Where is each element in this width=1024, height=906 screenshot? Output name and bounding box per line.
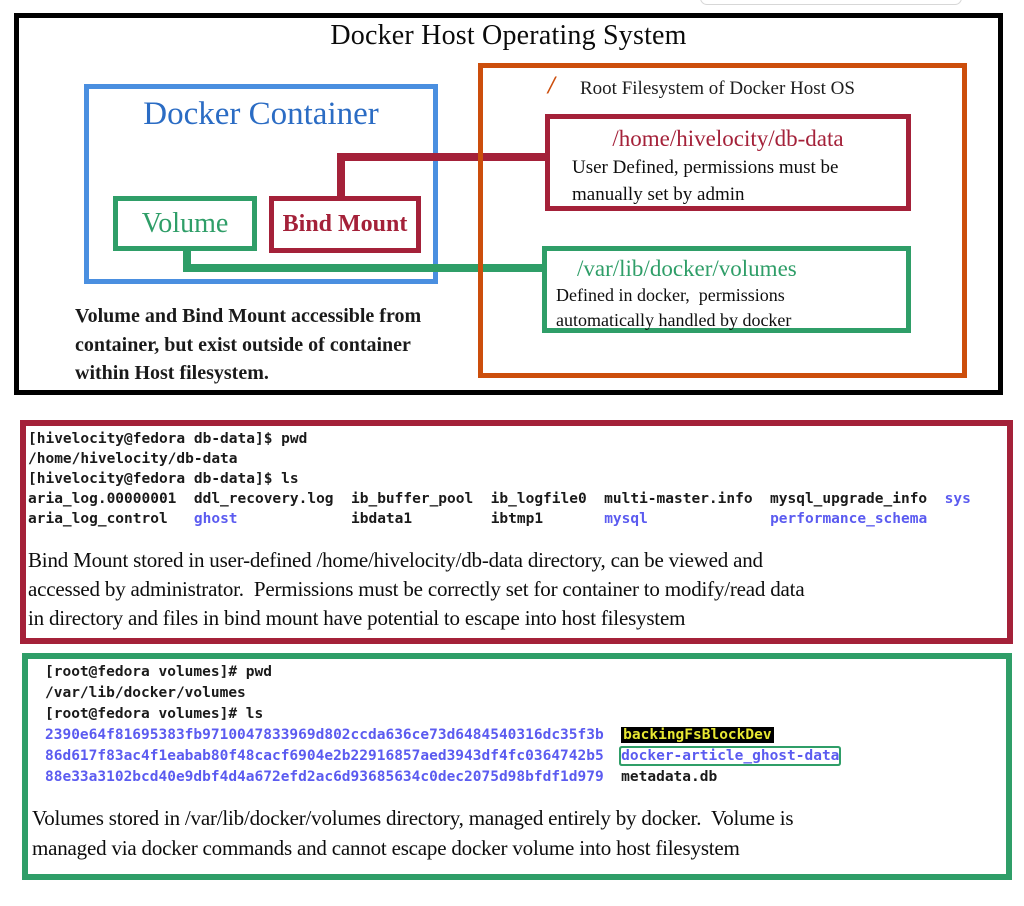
terminal-line: /home/hivelocity/db-data [28,449,971,469]
terminal-text: [root@fedora volumes]# ls [45,706,264,722]
terminal-line: 2390e64f81695383fb9710047833969d802ccda6… [45,725,839,746]
terminal-text: aria_log.00000001 ddl_recovery.log ib_bu… [28,491,945,507]
terminal-line: [root@fedora volumes]# ls [45,704,839,725]
root-filesystem-box [478,63,967,378]
volume-path-title: /var/lib/docker/volumes [577,256,797,281]
volume-connector-horizontal [183,264,550,272]
volume-path-description: Defined in docker, permissions automatic… [556,285,792,330]
directory-name: mysql [604,511,648,527]
terminal-text: ibdata1 ibtmp1 [237,511,605,527]
terminal-line: [hivelocity@fedora db-data]$ ls [28,469,971,489]
terminal-text: [hivelocity@fedora db-data]$ ls [28,471,299,487]
bind-mount-connector-vertical [337,153,345,201]
directory-name: sys [944,491,971,507]
volume-path-box: /var/lib/docker/volumes Defined in docke… [542,246,911,333]
terminal-line: 88e33a3102bcd40e9dbf4d4a672efd2ac6d93685… [45,767,839,788]
terminal-text: [hivelocity@fedora db-data]$ pwd [28,431,308,447]
terminal-text: /home/hivelocity/db-data [28,451,238,467]
volume-box: Volume [113,196,257,251]
bind-mount-path-description: User Defined, permissions must be manual… [572,157,839,205]
root-filesystem-label: Root Filesystem of Docker Host OS [580,78,855,99]
terminal-text [604,748,621,764]
bind-mount-path-title: /home/hivelocity/db-data [612,126,844,151]
terminal-text: aria_log_control [28,511,194,527]
docker-container-box [84,84,438,284]
terminal-line: aria_log_control ghost ibdata1 ibtmp1 my… [28,509,971,529]
volume-label: Volume [141,207,229,239]
bind-mount-panel-caption: Bind Mount stored in user-defined /home/… [28,548,805,630]
terminal-line: 86d617f83ac4f1eabab80f48cacf6904e2b22916… [45,746,839,767]
bind-mount-label: Bind Mount [282,211,408,237]
terminal-text: /var/lib/docker/volumes [45,685,246,701]
volumes-terminal-output: [root@fedora volumes]# pwd/var/lib/docke… [45,662,839,788]
highlighted-filename: backingFsBlockDev [621,727,774,743]
terminal-text [604,769,621,785]
volumes-terminal-panel [22,653,1012,880]
terminal-line: /var/lib/docker/volumes [45,683,839,704]
outlined-volume-name: docker-article_ghost-data [621,748,840,764]
directory-name: 2390e64f81695383fb9710047833969d802ccda6… [45,727,604,743]
bind-mount-terminal-output: [hivelocity@fedora db-data]$ pwd/home/hi… [28,429,971,529]
directory-name: ghost [193,511,238,527]
terminal-text: [root@fedora volumes]# pwd [45,664,272,680]
cropped-ui-fragment [700,0,962,5]
docker-container-label: Docker Container [143,96,379,132]
terminal-text [604,727,621,743]
bind-mount-connector-horizontal [337,153,550,161]
terminal-line: [hivelocity@fedora db-data]$ pwd [28,429,971,449]
bind-mount-terminal-panel [20,420,1013,644]
terminal-text [648,511,770,527]
volumes-panel-caption: Volumes stored in /var/lib/docker/volume… [32,806,794,860]
diagram-title: Docker Host Operating System [330,20,687,51]
directory-name: 88e33a3102bcd40e9dbf4d4a672efd2ac6d93685… [45,769,604,785]
directory-name: performance_schema [770,511,928,527]
bind-mount-path-box: /home/hivelocity/db-data User Defined, p… [545,114,911,211]
root-slash-symbol: / [548,72,555,99]
directory-name: 86d617f83ac4f1eabab80f48cacf6904e2b22916… [45,748,604,764]
terminal-line: aria_log.00000001 ddl_recovery.log ib_bu… [28,489,971,509]
terminal-text: metadata.db [621,769,718,785]
bind-mount-box: Bind Mount [269,196,421,253]
diagram-caption: Volume and Bind Mount accessible from co… [75,305,422,384]
terminal-line: [root@fedora volumes]# pwd [45,662,839,683]
volume-connector-vertical [183,246,191,272]
